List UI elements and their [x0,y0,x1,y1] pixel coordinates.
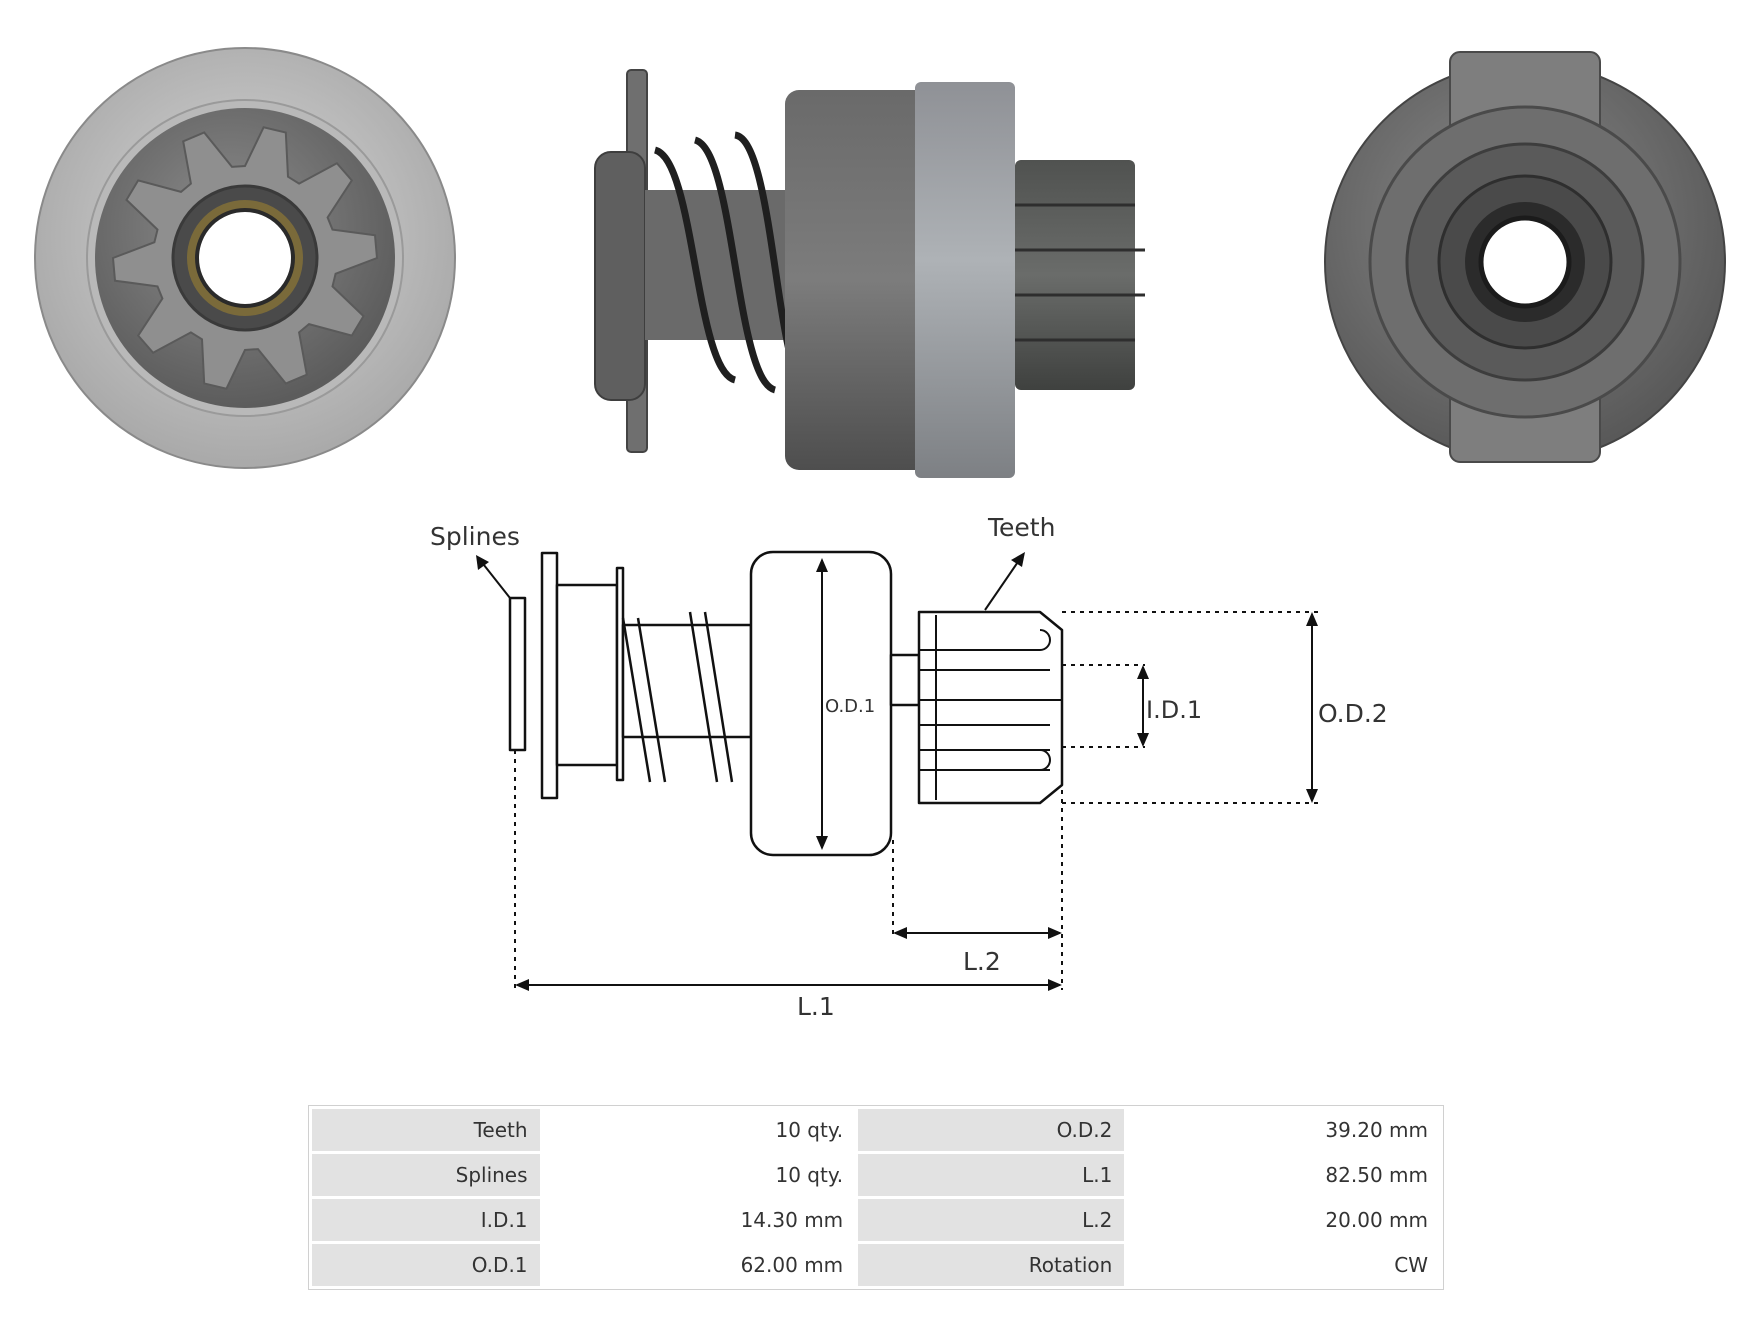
flange-plate [540,551,559,800]
spec-value: 10 qty. [542,1109,856,1151]
table-row: Splines 10 qty. L.1 82.50 mm [312,1154,1440,1196]
shaft [621,623,753,739]
teeth-leader [984,555,1023,611]
splines-leader [479,559,511,599]
neck [889,653,921,707]
teeth-label: Teeth [987,513,1055,542]
table-row: Teeth 10 qty. O.D.2 39.20 mm [312,1109,1440,1151]
spring [621,611,734,783]
pinion-teeth [919,615,1062,800]
spec-value: 39.20 mm [1127,1109,1440,1151]
spec-value: CW [1127,1244,1440,1286]
spec-key: Rotation [858,1244,1125,1286]
drive-side-view-image [594,69,1145,478]
drive-front-view-image [34,47,456,469]
spec-key: O.D.1 [312,1244,540,1286]
od2-label: O.D.2 [1318,699,1388,728]
spec-value: 62.00 mm [542,1244,856,1286]
pinion [917,610,1064,805]
spec-key: L.1 [858,1154,1125,1196]
od1-label: O.D.1 [825,696,875,717]
dimension-diagram: Splines Teeth O.D.1 I.D.1 O.D.2 L.2 L.1 [430,513,1388,1020]
sleeve [555,583,619,767]
spec-value: 10 qty. [542,1154,856,1196]
spec-key: O.D.2 [858,1109,1125,1151]
spec-key: Splines [312,1154,540,1196]
spline-hub [508,596,527,752]
l1-label: L.1 [797,992,835,1020]
spec-value: 14.30 mm [542,1199,856,1241]
table-row: O.D.1 62.00 mm Rotation CW [312,1244,1440,1286]
splines-label: Splines [430,522,520,551]
table-row: I.D.1 14.30 mm L.2 20.00 mm [312,1199,1440,1241]
spec-value: 82.50 mm [1127,1154,1440,1196]
l2-label: L.2 [963,947,1001,976]
spec-key: Teeth [312,1109,540,1151]
spec-key: L.2 [858,1199,1125,1241]
specifications-table: Teeth 10 qty. O.D.2 39.20 mm Splines 10 … [308,1105,1444,1290]
spec-value: 20.00 mm [1127,1199,1440,1241]
id1-label: I.D.1 [1146,696,1202,724]
drive-rear-view-image [1324,51,1726,463]
spec-key: I.D.1 [312,1199,540,1241]
